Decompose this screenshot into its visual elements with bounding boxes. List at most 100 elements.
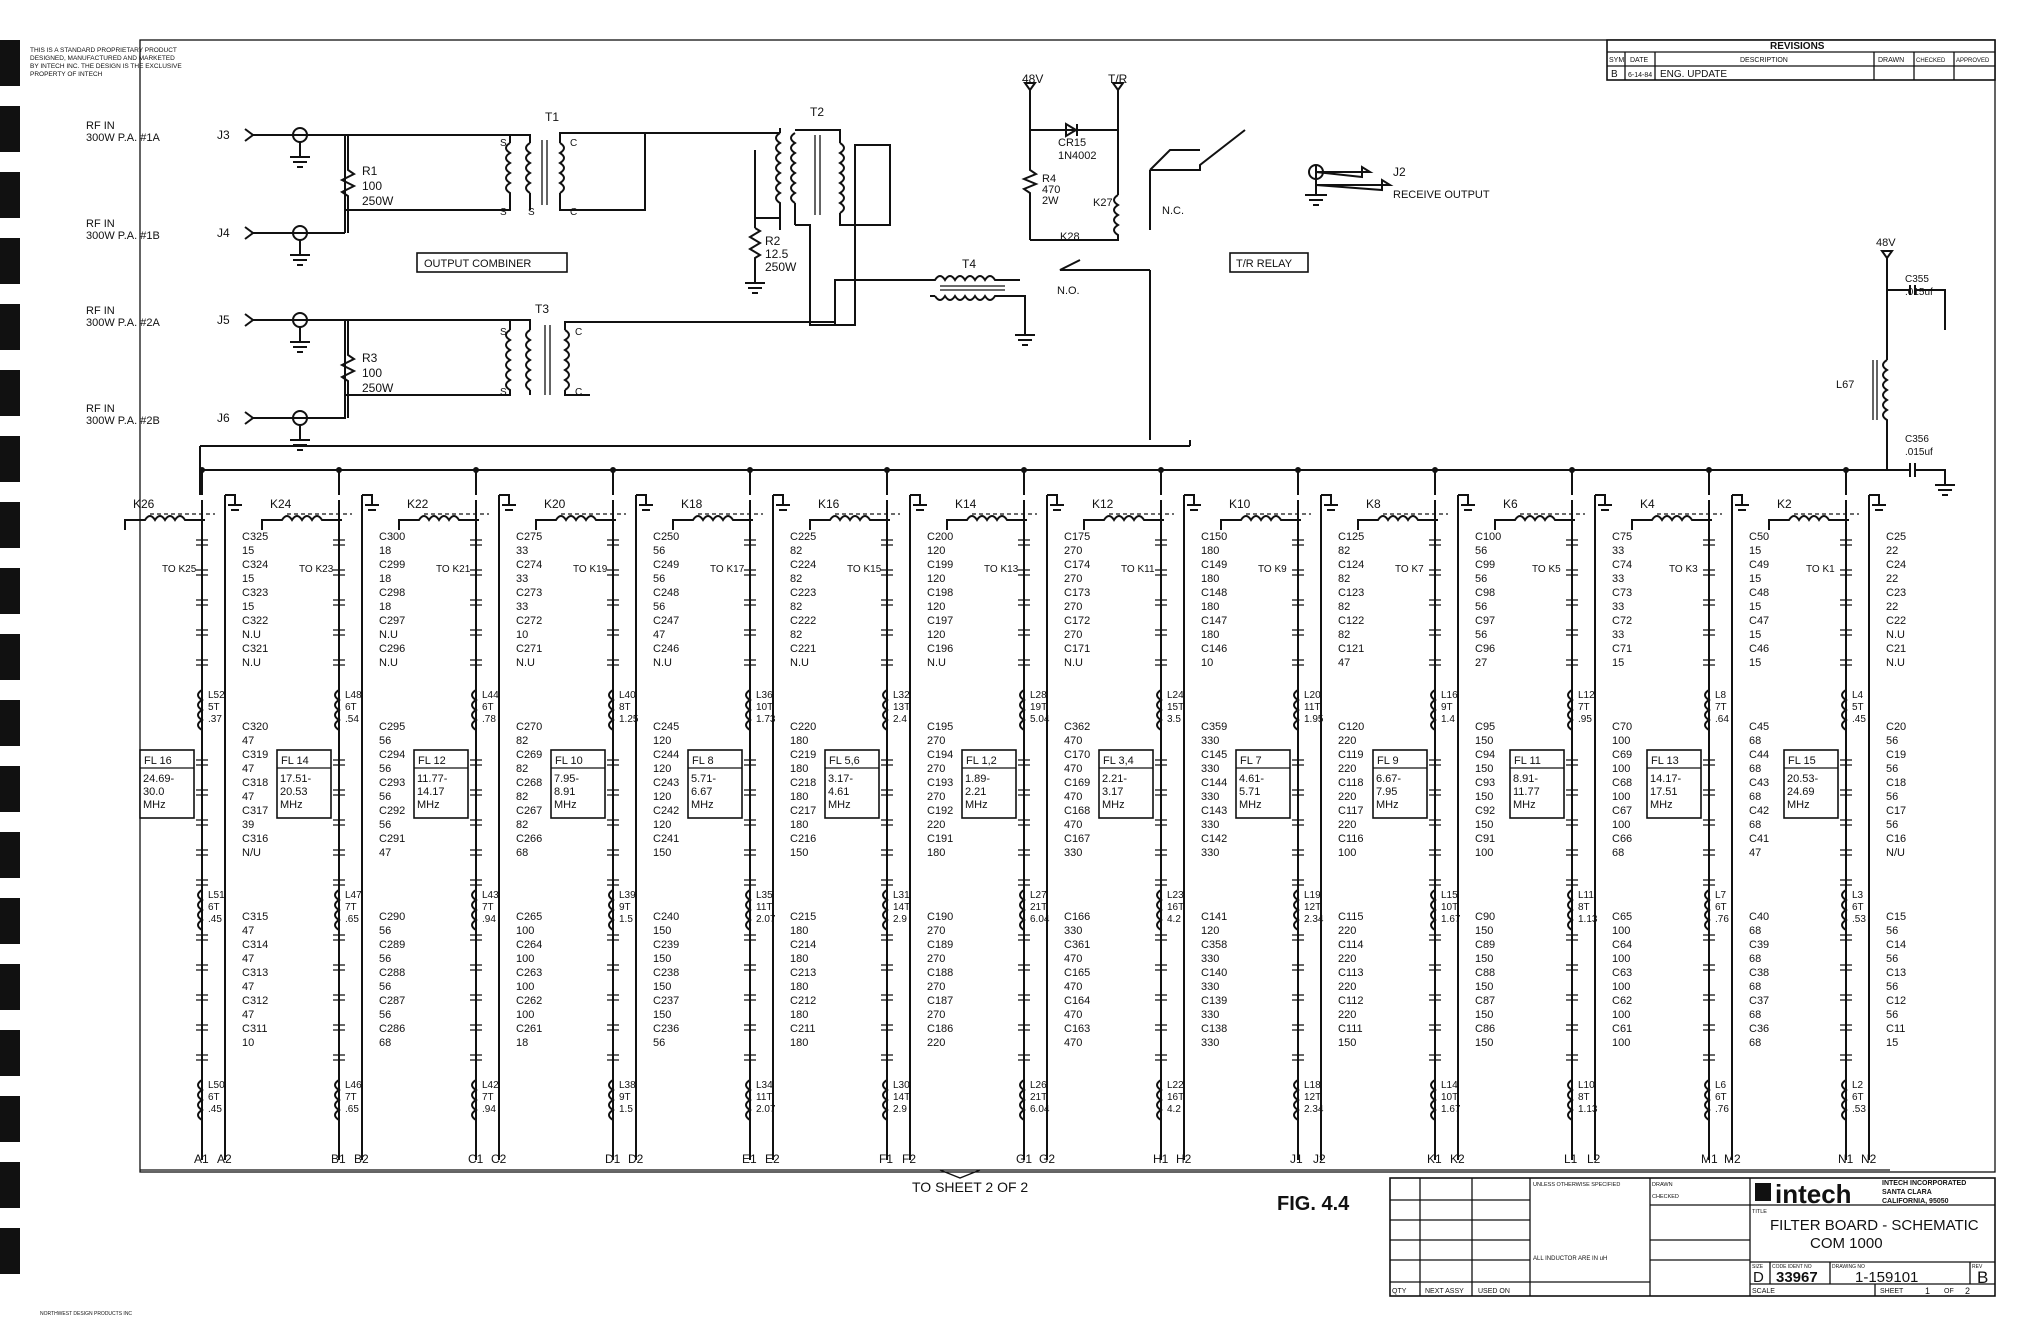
drawing-no-value: 1-159101 [1855,1269,1918,1286]
inductor-value: 6.04 [1030,914,1050,925]
capacitor-label: 82 [516,791,528,803]
ground-icon [910,494,927,511]
t4-label: T4 [962,257,976,271]
rev-header-date: DATE [1630,57,1648,64]
capacitor-label: C225 [790,531,816,543]
capacitor-label: 180 [790,1009,808,1021]
capacitor-icon [1703,849,1715,856]
capacitor-icon [196,994,208,1001]
filter-box [413,749,469,819]
relay-label: K20 [544,497,566,511]
capacitor-label: C220 [790,721,816,733]
capacitor-label: C169 [1064,777,1090,789]
rev-sym: B [1611,69,1618,80]
capacitor-icon [1155,1054,1167,1061]
capacitor-label: 220 [1338,735,1356,747]
capacitor-label: 33 [516,601,528,613]
capacitor-icon [1840,759,1852,766]
filter-name: FL 7 [1240,755,1262,767]
capacitor-label: C144 [1201,777,1227,789]
capacitor-label: 270 [927,981,945,993]
company-state: CALIFORNIA, 95050 [1882,1198,1949,1205]
capacitor-label: C359 [1201,721,1227,733]
capacitor-label: 47 [242,763,254,775]
capacitor-icon [607,964,619,971]
inductor-icon [1430,689,1437,731]
sheet-label: SHEET [1880,1288,1904,1295]
inductor-ref: L48 [345,690,362,701]
capacitor-label: C20 [1886,721,1906,733]
relay-to-label: TO K1 [1806,564,1835,575]
capacitor-label: C324 [242,559,268,571]
filter-range: 5.71 [1239,786,1260,798]
capacitor-label: C247 [653,615,679,627]
capacitor-label: 56 [1886,763,1898,775]
capacitor-icon [1840,964,1852,971]
capacitor-label: C244 [653,749,679,761]
output-terminal: L2 [1587,1152,1601,1166]
no-label: N.O. [1057,285,1080,297]
capacitor-icon [196,819,208,826]
capacitor-label: 82 [790,573,802,585]
inductor-value: 1.67 [1441,914,1461,925]
relay-coil-icon [1494,515,1575,530]
capacitor-label: C317 [242,805,268,817]
capacitor-label: 470 [1064,953,1082,965]
binding-mark [0,1030,20,1076]
winding-s: S [528,207,535,218]
capacitor-icon [1018,569,1030,576]
output-terminal: F1 [879,1152,893,1166]
capacitor-label: C167 [1064,833,1090,845]
capacitor-label: 330 [1201,791,1219,803]
drawing-subtitle: COM 1000 [1810,1235,1883,1252]
inductor-icon [1567,689,1574,731]
capacitor-label: 100 [1612,819,1630,831]
capacitor-label: C62 [1612,995,1632,1007]
capacitor-icon [1566,964,1578,971]
capacitor-label: C68 [1612,777,1632,789]
inductor-icon [1019,889,1026,931]
capacitor-label: 100 [1612,953,1630,965]
binding-marks [0,40,20,1274]
k28-label: K28 [1060,231,1080,243]
junction-dot [747,467,753,473]
capacitor-label: C43 [1749,777,1769,789]
capacitor-icon [744,1024,756,1031]
filter-box [1098,749,1154,819]
capacitor-label: 56 [1886,791,1898,803]
capacitor-label: 15 [1749,657,1761,669]
capacitor-icon [333,994,345,1001]
capacitor-icon [744,569,756,576]
capacitor-label: C98 [1475,587,1495,599]
drawn-label: DRAWN [1652,1182,1673,1188]
binding-mark [0,238,20,284]
capacitor-label: 68 [1749,1037,1761,1049]
inductor-turns: 6T [208,1092,220,1103]
inductor-value: 1.13 [1578,914,1598,925]
capacitor-label: C40 [1749,911,1769,923]
k27-label: K27 [1093,197,1113,209]
capacitor-icon [1018,964,1030,971]
filter-range: MHz [1376,799,1399,811]
capacitor-icon [470,849,482,856]
capacitor-label: 68 [1612,847,1624,859]
capacitor-label: C215 [790,911,816,923]
inductor-icon [334,889,341,931]
inductor-ref: L18 [1304,1080,1321,1091]
capacitor-label: C186 [927,1023,953,1035]
capacitor-icon [1840,599,1852,606]
winding-s: S [500,138,507,149]
capacitor-label: 82 [516,763,528,775]
junction-dot [884,467,890,473]
capacitor-icon [607,759,619,766]
capacitor-label: 120 [927,601,945,613]
capacitor-label: C112 [1338,995,1363,1007]
capacitor-label: C288 [379,967,405,979]
inductor-turns: 10T [1441,1092,1458,1103]
capacitor-icon [196,599,208,606]
inductor-ref: L30 [893,1080,910,1091]
capacitor-label: 56 [1886,925,1898,937]
